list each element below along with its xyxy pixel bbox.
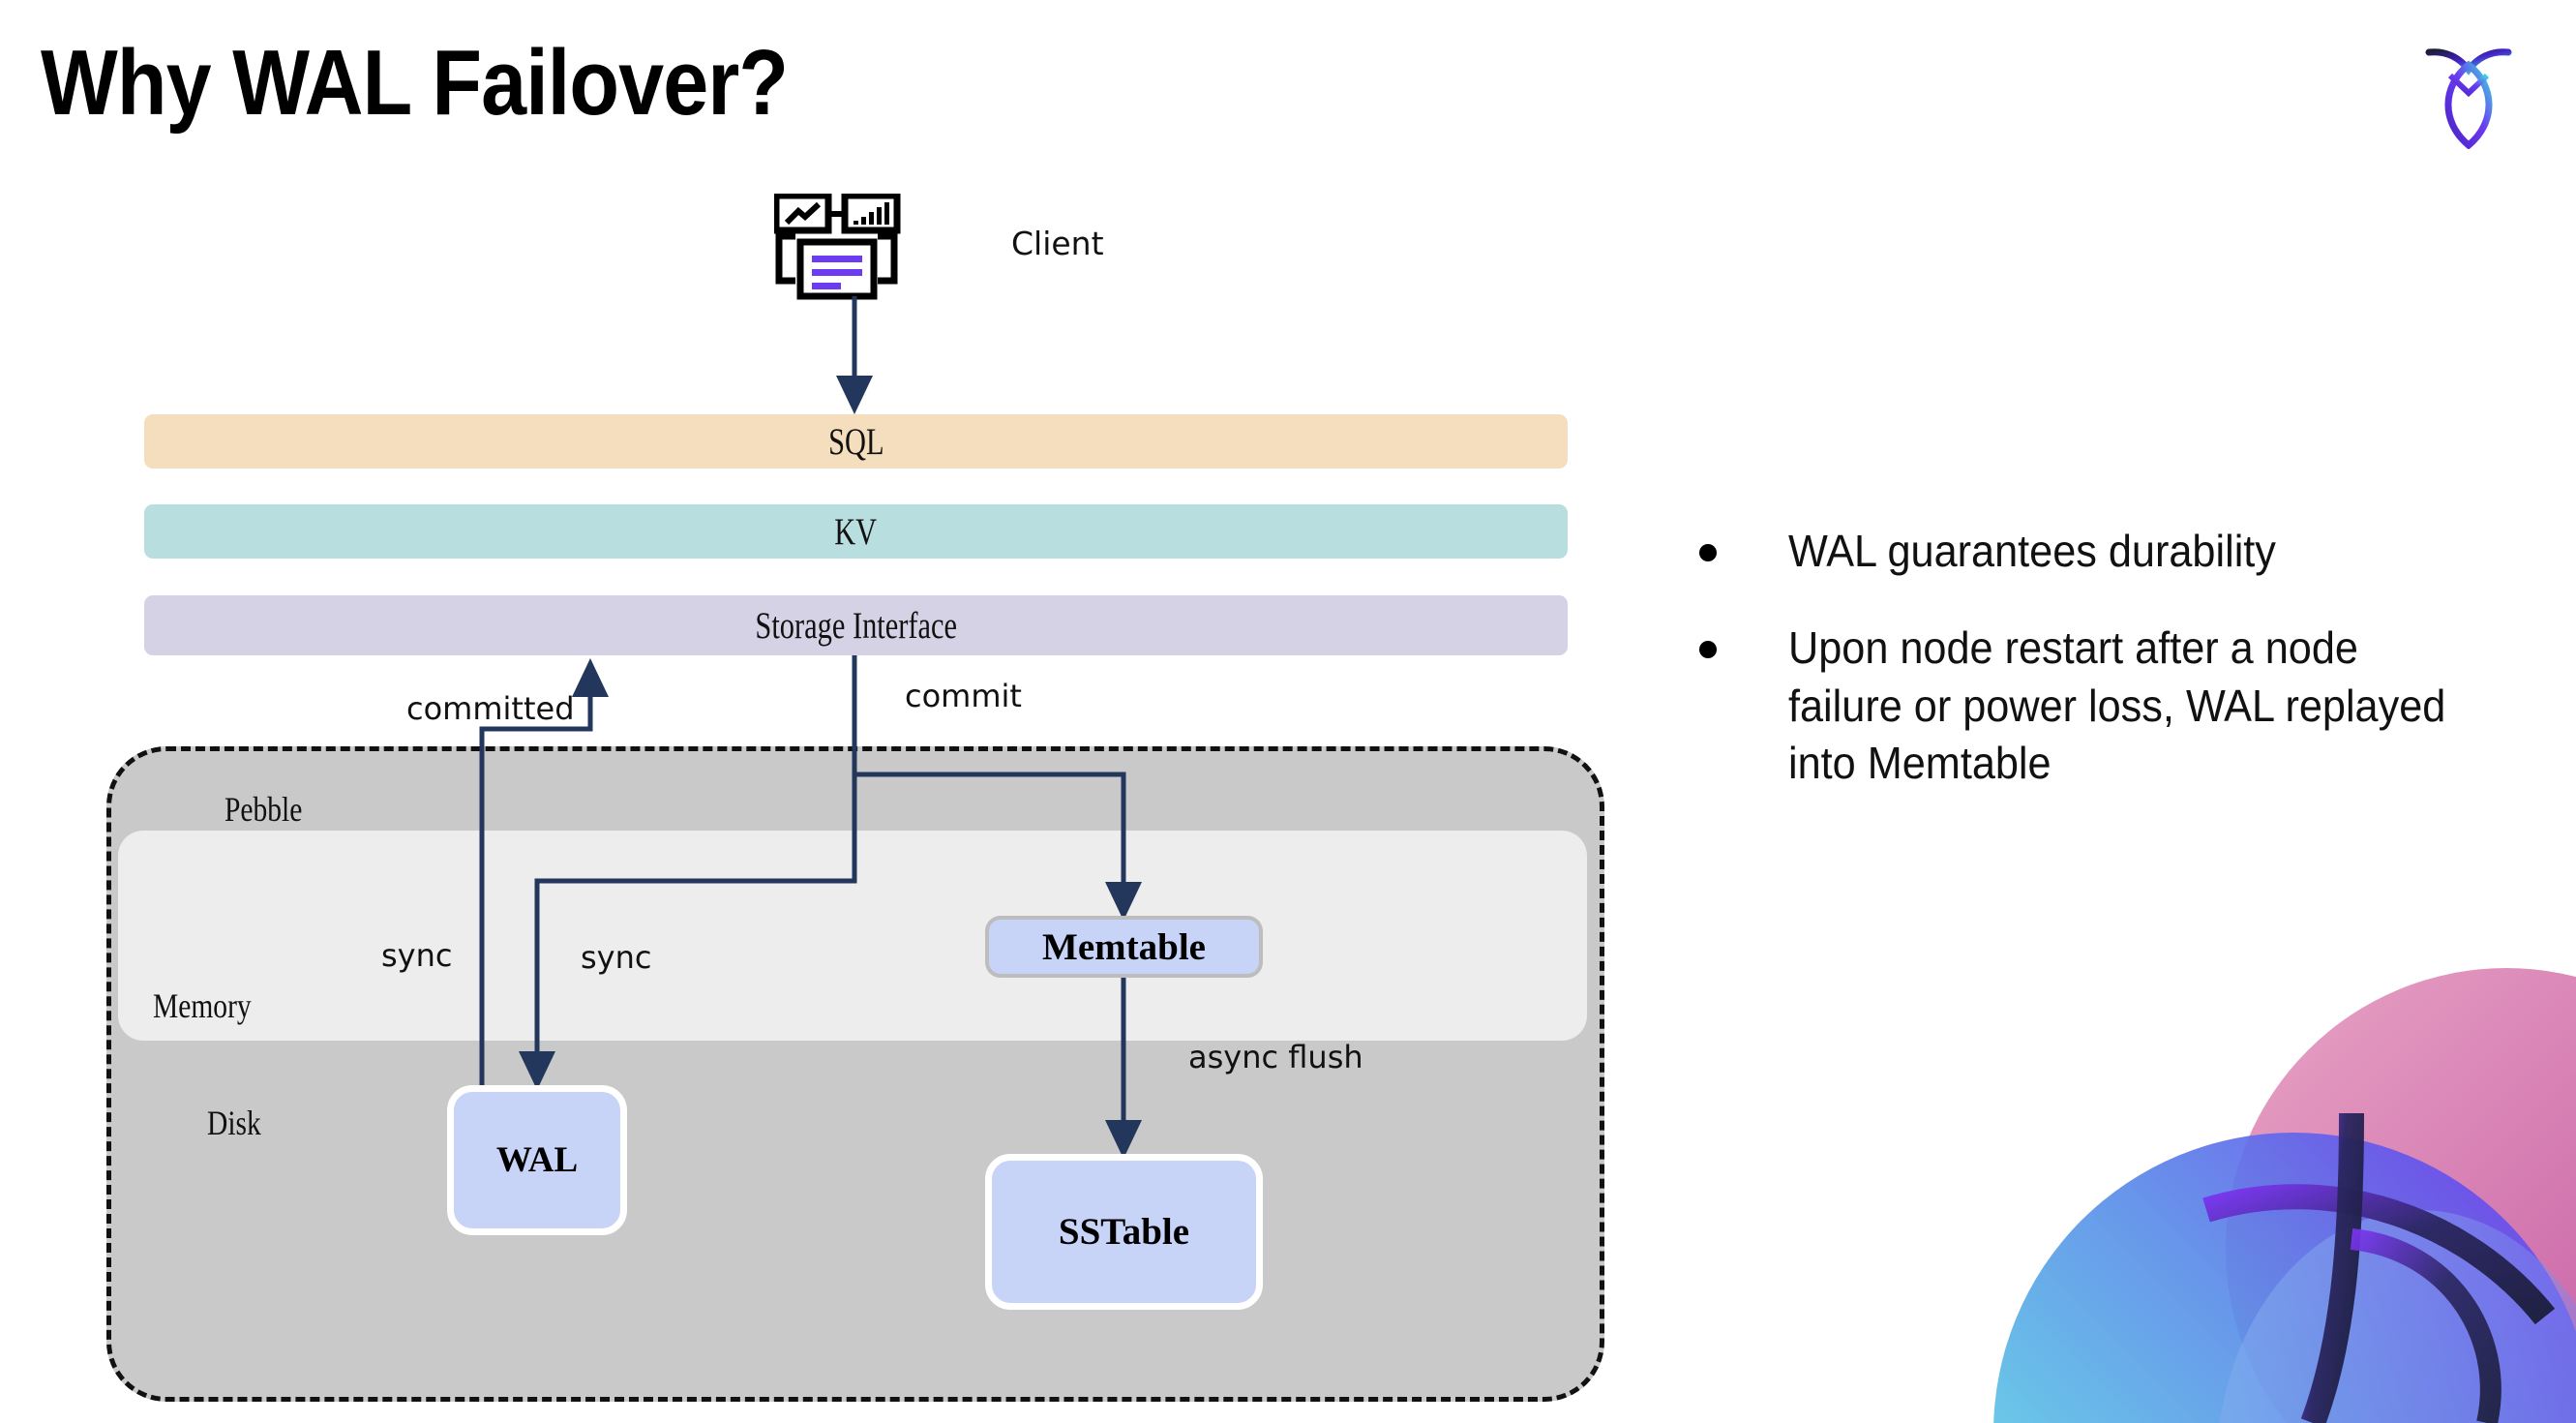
layer-bar-kv[interactable]: KV <box>144 504 1568 559</box>
edge-label-committed: committed <box>406 690 575 727</box>
node-memtable[interactable]: Memtable <box>985 916 1263 978</box>
edge-label-sync-right: sync <box>581 939 652 976</box>
layer-bar-sql[interactable]: SQL <box>144 414 1568 469</box>
gradient-circles-decoration <box>1964 929 2576 1423</box>
node-sstable-label: SSTable <box>1058 1211 1190 1253</box>
node-wal-label: WAL <box>495 1140 579 1180</box>
memory-label: Memory <box>153 986 252 1025</box>
page-title: Why WAL Failover? <box>41 31 789 135</box>
layer-label-kv: KV <box>834 510 878 553</box>
bullet-list: WAL guarantees durability Upon node rest… <box>1699 523 2502 832</box>
disk-label: Disk <box>207 1104 261 1142</box>
layer-label-storage-interface: Storage Interface <box>755 604 957 647</box>
list-item: WAL guarantees durability <box>1699 523 2502 581</box>
bullet-text: WAL guarantees durability <box>1788 526 2276 576</box>
node-memtable-label: Memtable <box>1042 925 1206 968</box>
node-wal[interactable]: WAL <box>447 1085 627 1235</box>
bullet-dot-icon <box>1699 640 1717 658</box>
layer-bar-storage-interface[interactable]: Storage Interface <box>144 595 1568 655</box>
memory-zone-band <box>118 831 1587 1041</box>
bullet-dot-icon <box>1699 544 1717 561</box>
bullet-text: Upon node restart after a node failure o… <box>1788 621 2446 789</box>
edge-label-commit: commit <box>905 678 1022 714</box>
layer-label-sql: SQL <box>827 420 884 463</box>
architecture-diagram: Client SQL KV Storage Interface Pebble M… <box>106 192 1604 1402</box>
cockroach-leaf-logo-icon <box>2415 33 2522 150</box>
list-item: Upon node restart after a node failure o… <box>1699 620 2502 793</box>
node-sstable[interactable]: SSTable <box>985 1154 1263 1310</box>
client-label: Client <box>1011 225 1104 262</box>
pebble-label: Pebble <box>225 790 303 829</box>
edge-label-async-flush: async flush <box>1188 1039 1363 1075</box>
client-dashboard-icon <box>772 192 929 300</box>
edge-label-sync-left: sync <box>381 937 453 974</box>
